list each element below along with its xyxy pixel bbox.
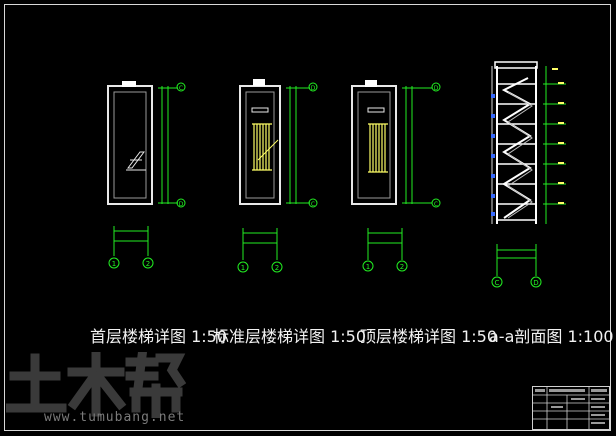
dimension-line-horizontal [496, 244, 537, 276]
section-aa-drawing: C D [491, 61, 566, 288]
axis-bubble [108, 257, 120, 269]
title-block [532, 386, 610, 430]
stair-flight [127, 151, 145, 169]
axis-bubble [362, 260, 374, 272]
dimension-line-horizontal [242, 228, 278, 260]
caption-top-floor-stair: 顶层楼梯详图 1:50 [360, 327, 498, 346]
stair-treads [252, 123, 272, 171]
door-opening [122, 81, 136, 87]
top-floor-stair-plan: D C 1 2 [351, 80, 441, 272]
drawing-frame [4, 4, 611, 431]
axis-label: D [179, 201, 184, 208]
stair-break-line [257, 139, 279, 161]
elevation-ticks [552, 68, 564, 204]
standard-floor-stair-plan: D C 1 2 [237, 79, 318, 273]
stair-wall-outline [351, 85, 397, 205]
caption-standard-floor-stair: 标准层楼梯详图 1:50 [213, 327, 367, 346]
axis-label: C [495, 279, 500, 287]
dimension-line-vertical [158, 86, 178, 204]
watermark-logo [6, 352, 186, 418]
dimension-line-horizontal [113, 226, 149, 256]
axis-bubble [271, 261, 283, 273]
watermark-url: www.tumubang.net [44, 410, 186, 425]
axis-bubble [308, 82, 318, 92]
door-opening [253, 79, 265, 86]
dimension-line-vertical [286, 86, 310, 204]
axis-label: C [434, 201, 438, 208]
axis-label: 1 [112, 260, 116, 268]
axis-label: 2 [146, 260, 150, 268]
axis-bubble [491, 276, 503, 288]
axis-bubble [308, 198, 318, 208]
elevation-marks [543, 66, 566, 224]
door-opening [365, 80, 377, 87]
axis-bubble [431, 82, 441, 92]
axis-label: 2 [275, 264, 279, 272]
window-marks [491, 94, 495, 216]
stair-treads [368, 123, 388, 173]
dimension-line-horizontal [367, 228, 403, 260]
axis-bubble [176, 198, 186, 208]
axis-label: D [533, 279, 538, 287]
axis-label: C [179, 85, 183, 92]
stair-wall-outline [107, 85, 153, 205]
dimension-line-vertical [402, 86, 432, 204]
axis-label: D [434, 85, 439, 92]
axis-label: 1 [241, 264, 245, 272]
axis-label: 1 [366, 263, 370, 271]
axis-bubble [176, 82, 186, 92]
axis-label: D [311, 85, 316, 92]
axis-bubble [530, 276, 542, 288]
axis-bubble [237, 261, 249, 273]
caption-section-aa: a-a剖面图 1:100 [489, 327, 614, 346]
ground-floor-stair-plan: C D 1 2 [107, 81, 186, 269]
axis-label: C [311, 201, 315, 208]
caption-ground-floor-stair: 首层楼梯详图 1:50 [90, 327, 228, 346]
axis-label: 2 [400, 263, 404, 271]
axis-bubble [396, 260, 408, 272]
axis-bubble [431, 198, 441, 208]
axis-bubble [142, 257, 154, 269]
